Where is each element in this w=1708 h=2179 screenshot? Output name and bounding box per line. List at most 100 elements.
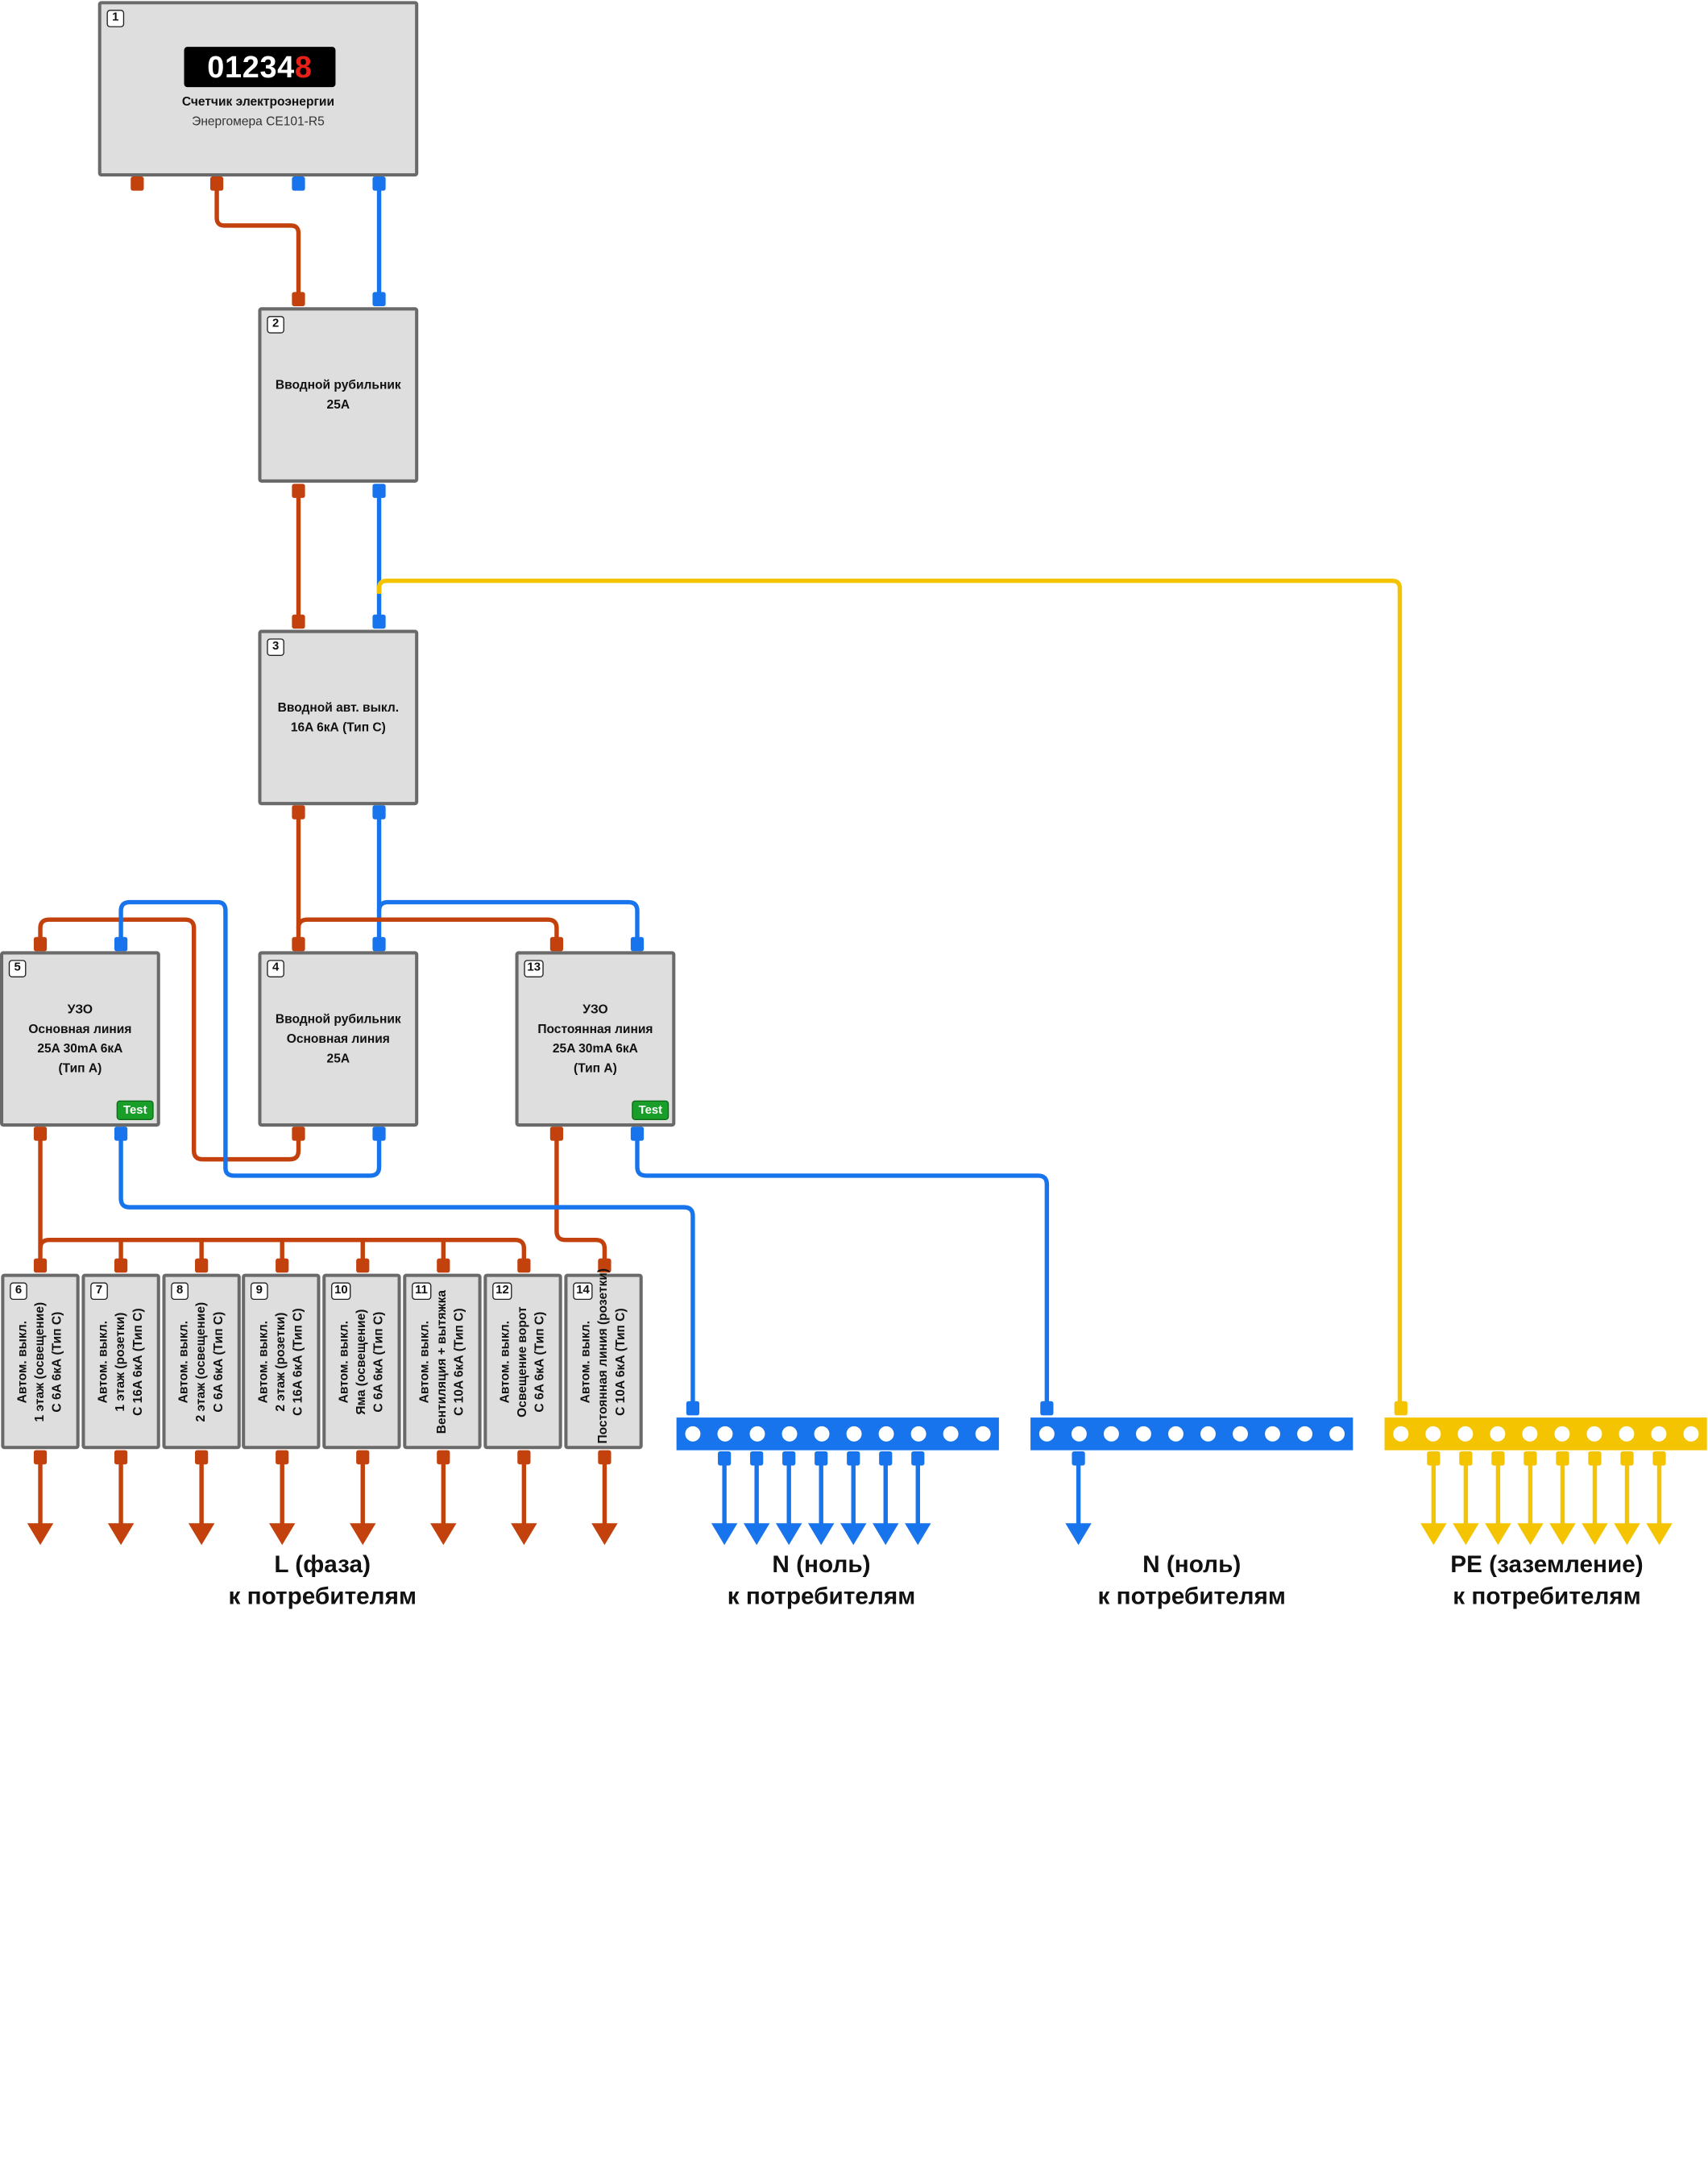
arrow-down-icon: [1420, 1523, 1447, 1546]
rcd-test-button[interactable]: Test: [116, 1100, 154, 1120]
terminal: [114, 1258, 128, 1273]
terminal: [292, 1127, 305, 1141]
terminal-hole-icon: [1522, 1426, 1538, 1442]
terminal: [372, 484, 386, 498]
arrow-down-icon: [873, 1523, 899, 1546]
terminal: [598, 1258, 611, 1273]
device-number: 11: [412, 1282, 431, 1301]
terminal: [292, 292, 305, 306]
terminal: [209, 176, 224, 191]
meter-reading-last-digit: 8: [294, 50, 313, 85]
arrow-down-icon: [840, 1523, 867, 1546]
device-number: 12: [492, 1282, 512, 1301]
terminal: [1491, 1451, 1505, 1466]
terminal: [782, 1451, 796, 1466]
breaker-label: Автом. выкл.1 этаж (розетки)C 16A 6кА (Т…: [97, 1307, 145, 1416]
device-number: 7: [90, 1282, 108, 1301]
phase-wire: [38, 917, 301, 1162]
device-label: Вводной авт. выкл.16A 6кА (Тип C): [277, 701, 400, 734]
device-number: 5: [8, 960, 27, 977]
terminal-hole-icon: [878, 1426, 894, 1442]
terminal: [114, 1127, 128, 1141]
arrow-down-icon: [743, 1523, 770, 1546]
terminal: [437, 1450, 450, 1465]
arrow-down-icon: [905, 1523, 931, 1546]
terminal: [356, 1258, 370, 1273]
terminal: [292, 176, 305, 191]
terminal: [437, 1258, 450, 1273]
terminal: [195, 1258, 209, 1273]
arrow-down-icon: [807, 1523, 835, 1546]
device-number: 8: [171, 1282, 189, 1301]
rcd-test-button[interactable]: Test: [632, 1100, 670, 1120]
terminal: [549, 1127, 564, 1141]
terminal-hole-icon: [1038, 1426, 1055, 1442]
neutral-wire: [118, 899, 382, 1178]
arrow-down-icon: [1517, 1523, 1544, 1546]
arrow-down-icon: [1065, 1523, 1092, 1546]
terminal-hole-icon: [1457, 1426, 1474, 1442]
arrow-down-icon: [1549, 1523, 1576, 1546]
meter-device: 1 012348 Счетчик электроэнергии Энергоме…: [97, 1, 419, 177]
meter-title: Счетчик электроэнергии: [181, 95, 335, 110]
arrow-down-icon: [591, 1523, 618, 1546]
arrow-down-icon: [1485, 1523, 1511, 1546]
terminal: [750, 1451, 764, 1466]
arrow-down-icon: [27, 1523, 54, 1546]
arrow-down-icon: [711, 1523, 738, 1546]
terminal: [372, 176, 386, 191]
terminal: [114, 1450, 128, 1465]
arrow-down-icon: [511, 1523, 537, 1546]
breaker-module: 14 Автом. выкл.Постоянная линия (розетки…: [564, 1268, 643, 1450]
neutral-wire: [118, 1133, 695, 1408]
terminal-hole-icon: [1393, 1426, 1409, 1442]
terminal: [686, 1401, 700, 1416]
terminal: [372, 1127, 386, 1141]
terminal-hole-icon: [814, 1426, 830, 1442]
arrow-down-icon: [107, 1523, 135, 1546]
breaker-module: 6 Автом. выкл.1 этаж (освещение)C 6A 6кА…: [1, 1273, 80, 1450]
terminal-hole-icon: [1265, 1426, 1280, 1442]
terminal: [372, 292, 386, 306]
terminal: [847, 1451, 860, 1466]
arrow-down-icon: [188, 1523, 215, 1546]
terminal: [114, 936, 128, 952]
breaker-label: Автом. выкл.2 этаж (розетки)C 16A 6кА (Т…: [257, 1307, 305, 1416]
terminal: [630, 1127, 645, 1141]
device-number: 4: [267, 960, 284, 977]
terminal: [1620, 1451, 1634, 1466]
arrow-down-icon: [268, 1523, 296, 1546]
phase-wire: [554, 1133, 607, 1265]
terminal-hole-icon: [1071, 1426, 1087, 1442]
terminal: [549, 936, 564, 952]
terminal: [517, 1450, 531, 1465]
device-number: 9: [250, 1282, 268, 1301]
caption-neutral-constant: N (ноль)к потребителям: [1097, 1550, 1286, 1610]
phase-wire: [38, 1237, 527, 1265]
terminal: [1524, 1451, 1537, 1466]
terminal: [33, 936, 48, 952]
terminal-hole-icon: [1135, 1426, 1151, 1442]
phase-wire: [296, 917, 559, 943]
arrow-down-icon: [775, 1523, 802, 1546]
terminal-hole-icon: [781, 1426, 798, 1442]
terminal-hole-icon: [1233, 1426, 1248, 1442]
terminal: [276, 1258, 289, 1273]
device-number: 3: [267, 638, 284, 656]
terminal: [33, 1258, 48, 1273]
terminal: [292, 484, 305, 498]
terminal-hole-icon: [975, 1426, 991, 1442]
terminal: [630, 936, 645, 952]
terminal: [33, 1127, 48, 1141]
terminal-hole-icon: [846, 1426, 862, 1442]
terminal: [815, 1451, 828, 1466]
terminal-hole-icon: [1297, 1426, 1313, 1442]
terminal: [1394, 1401, 1407, 1416]
